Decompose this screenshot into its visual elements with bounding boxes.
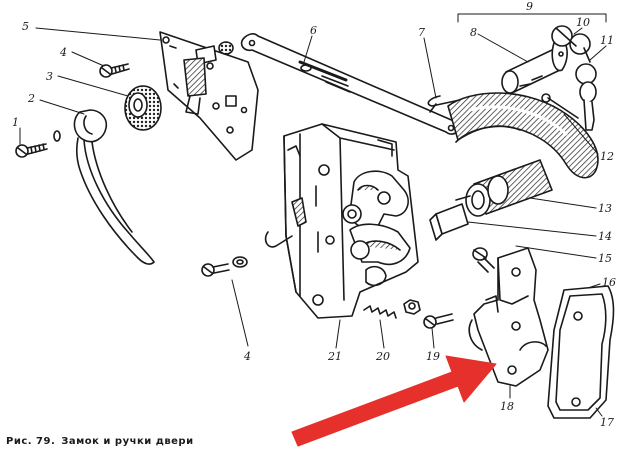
label-21: 21 [327,350,342,363]
part-13-outside-handle [429,92,599,241]
figure-title: Замок и ручки двери [61,436,194,447]
part-4-screw-top [99,63,130,78]
part-10-keys [551,25,597,131]
part-7-rod [427,95,479,113]
label-12: 12 [600,150,614,163]
label-18: 18 [500,400,514,413]
label-4-bottom: 4 [243,350,251,363]
part-18-striker [468,247,549,387]
figure-number: Рис. 79. [6,436,56,447]
part-4-screw-bottom [201,256,248,277]
part-labels: 1 2 3 4 5 6 7 8 9 10 11 12 13 14 15 16 1… [12,0,616,429]
label-15: 15 [598,252,612,265]
part-3-escutcheon [124,85,162,131]
part-2-handle [53,109,155,265]
label-13: 13 [598,202,612,215]
label-4-top: 4 [59,46,67,59]
part-5-plate [159,31,259,161]
part-20-spring [363,305,397,319]
label-17: 17 [600,416,614,429]
part-19-screw [403,299,454,329]
part-6-link-rod [240,33,459,135]
label-8: 8 [470,26,477,39]
part-21-lock-body [264,123,419,319]
label-9: 9 [526,0,533,13]
figure-caption: Рис. 79. Замок и ручки двери [6,436,200,447]
label-16: 16 [602,276,616,289]
label-3: 3 [46,70,53,83]
label-2: 2 [27,92,35,105]
label-19: 19 [426,350,440,363]
part-16-gasket [547,285,615,419]
label-7: 7 [418,26,425,39]
label-20: 20 [375,350,390,363]
label-14: 14 [598,230,612,243]
label-11: 11 [600,34,614,47]
label-1: 1 [12,116,19,129]
red-pointer-arrow [291,355,497,447]
part-15-screw [472,247,495,273]
leader-lines [19,13,607,417]
part-1-screw [15,143,48,158]
label-5: 5 [22,20,29,33]
label-6: 6 [310,24,317,37]
label-10: 10 [576,16,590,29]
